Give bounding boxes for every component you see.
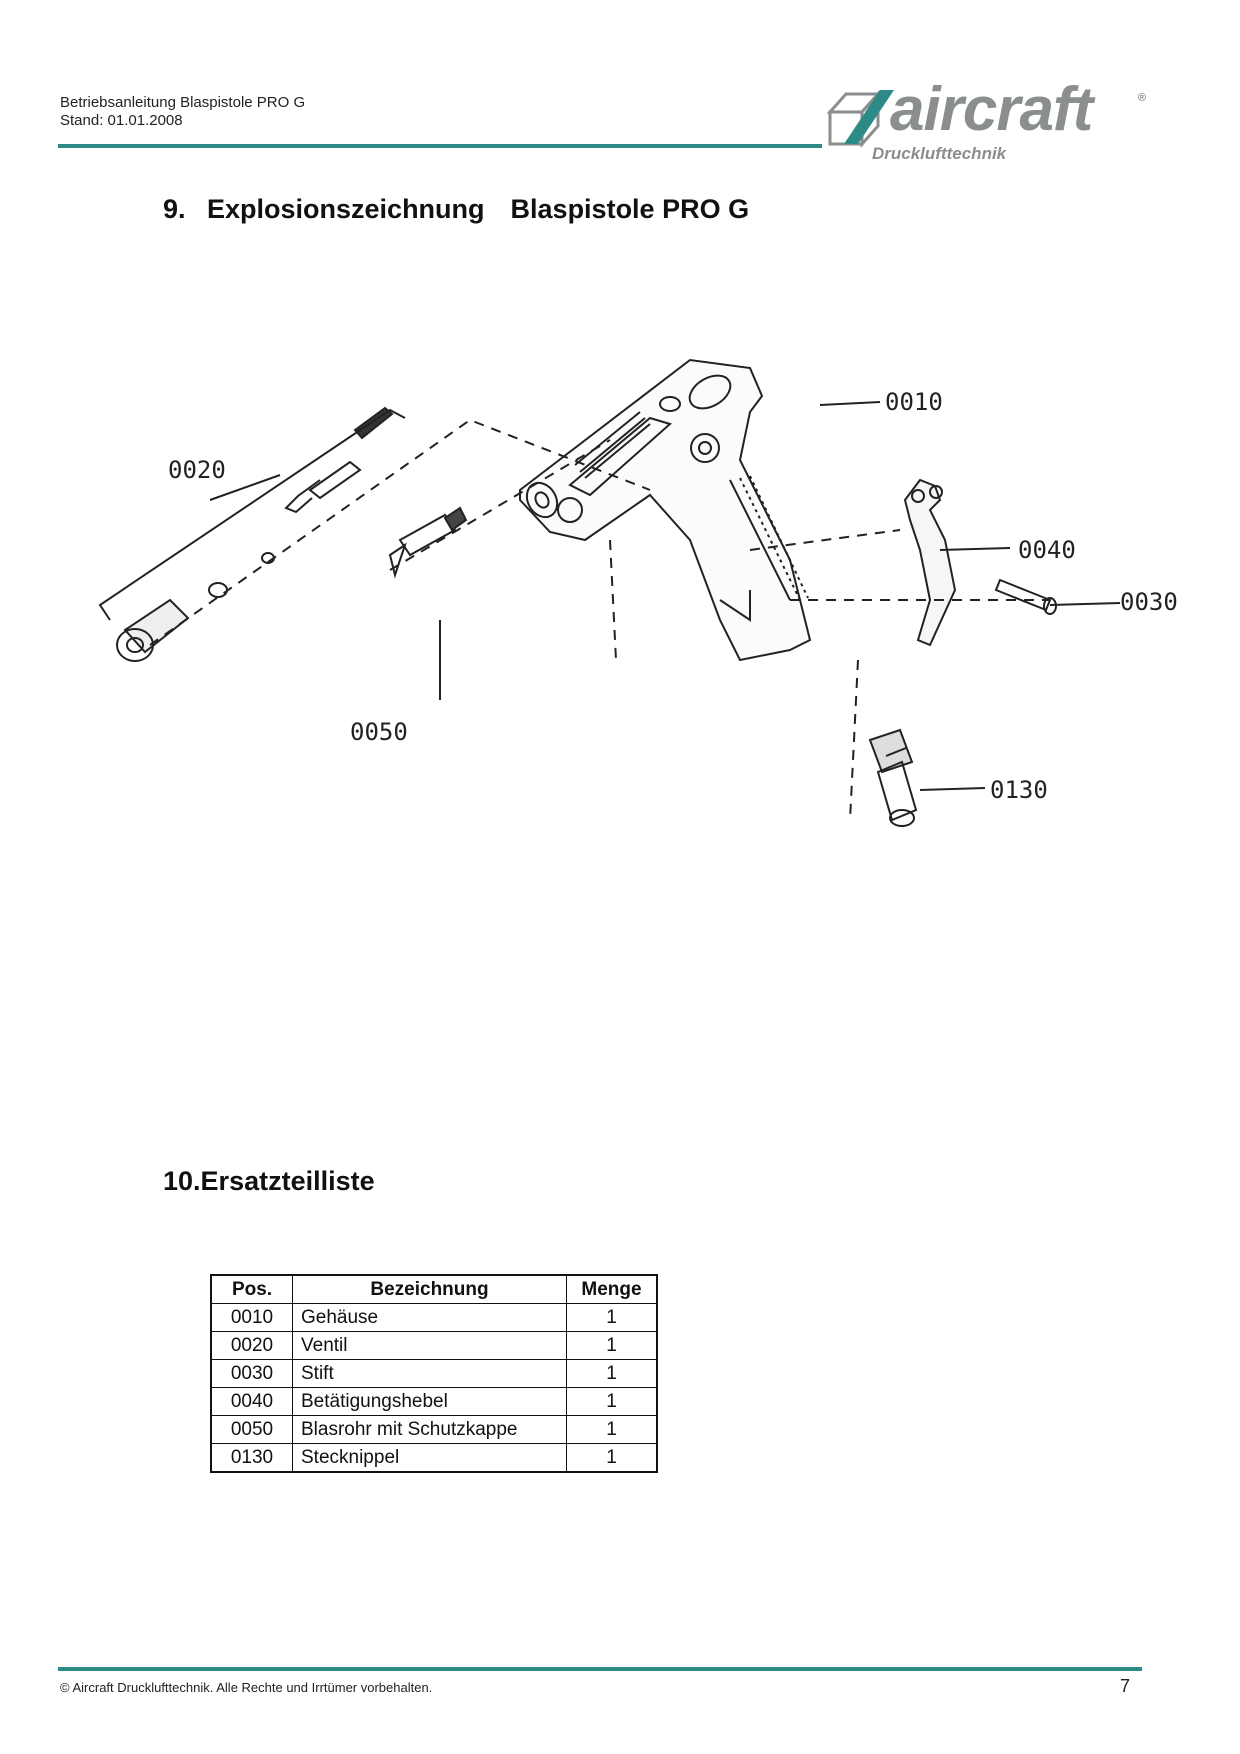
- header-pos: Pos.: [210, 1274, 293, 1304]
- table-row: 0030 Stift 1: [210, 1359, 658, 1388]
- cell-pos: 0040: [210, 1387, 293, 1416]
- cell-bezeichnung: Gehäuse: [292, 1303, 567, 1332]
- document-header: Betriebsanleitung Blaspistole PRO G Stan…: [60, 94, 305, 130]
- footer-copyright: © Aircraft Drucklufttechnik. Alle Rechte…: [60, 1680, 433, 1695]
- cell-pos: 0130: [210, 1443, 293, 1473]
- valve-assembly-part: [116, 406, 394, 662]
- cell-menge: 1: [566, 1387, 658, 1416]
- cell-pos: 0010: [210, 1303, 293, 1332]
- cell-bezeichnung: Stift: [292, 1359, 567, 1388]
- header-bezeichnung: Bezeichnung: [292, 1274, 567, 1304]
- cell-bezeichnung: Betätigungshebel: [292, 1387, 567, 1416]
- logo-subtitle: Drucklufttechnik: [872, 144, 1007, 163]
- logo-wordmark: aircraft: [890, 75, 1093, 144]
- label-0130: 0130: [990, 776, 1048, 804]
- pin-part: [994, 578, 1057, 615]
- cell-menge: 1: [566, 1415, 658, 1444]
- section-9-heading: 9. Explosionszeichnung Blaspistole PRO G: [163, 194, 749, 225]
- table-row: 0130 Stecknippel 1: [210, 1443, 658, 1473]
- label-0050: 0050: [350, 718, 408, 746]
- housing-part: [519, 358, 812, 662]
- label-0030: 0030: [1120, 588, 1178, 616]
- page-number: 7: [1120, 1676, 1131, 1696]
- cell-pos: 0050: [210, 1415, 293, 1444]
- document-date: Stand: 01.01.2008: [60, 112, 183, 129]
- table-row: 0020 Ventil 1: [210, 1331, 658, 1360]
- cell-menge: 1: [566, 1303, 658, 1332]
- aircraft-logo: aircraft ® Drucklufttechnik: [820, 75, 1150, 164]
- spare-parts-table: Pos. Bezeichnung Menge 0010 Gehäuse 1 00…: [210, 1274, 658, 1473]
- table-header-row: Pos. Bezeichnung Menge: [210, 1274, 658, 1304]
- footer-divider: [58, 1667, 1142, 1671]
- label-0020: 0020: [168, 456, 226, 484]
- logo-registered: ®: [1137, 92, 1146, 104]
- header-divider: [58, 144, 822, 148]
- cell-bezeichnung: Ventil: [292, 1331, 567, 1360]
- section-9-number: 9.: [163, 194, 186, 224]
- section-10-heading: 10.Ersatzteilliste: [163, 1166, 375, 1197]
- cell-pos: 0030: [210, 1359, 293, 1388]
- lever-part: [903, 478, 957, 647]
- section-9-subtitle: Blaspistole PRO G: [510, 194, 750, 224]
- cell-bezeichnung: Stecknippel: [292, 1443, 567, 1473]
- exploded-drawing: 0010 0020 0030 0040 0050 0130: [98, 358, 1178, 827]
- cell-menge: 1: [566, 1443, 658, 1473]
- cell-menge: 1: [566, 1331, 658, 1360]
- section-10-number: 10.: [163, 1166, 201, 1196]
- blow-tube-part: [388, 506, 468, 579]
- header-menge: Menge: [566, 1274, 658, 1304]
- logo-mark-icon: [826, 90, 894, 148]
- cell-bezeichnung: Blasrohr mit Schutzkappe: [292, 1415, 567, 1444]
- cell-menge: 1: [566, 1359, 658, 1388]
- cell-pos: 0020: [210, 1331, 293, 1360]
- nipple-part: [868, 728, 918, 827]
- section-9-title: Explosionszeichnung: [207, 194, 485, 224]
- document-title: Betriebsanleitung Blaspistole PRO G: [60, 94, 306, 111]
- table-row: 0010 Gehäuse 1: [210, 1303, 658, 1332]
- label-0040: 0040: [1018, 536, 1076, 564]
- section-10-title: Ersatzteilliste: [200, 1166, 375, 1196]
- label-0010: 0010: [885, 388, 943, 416]
- table-row: 0040 Betätigungshebel 1: [210, 1387, 658, 1416]
- table-row: 0050 Blasrohr mit Schutzkappe 1: [210, 1415, 658, 1444]
